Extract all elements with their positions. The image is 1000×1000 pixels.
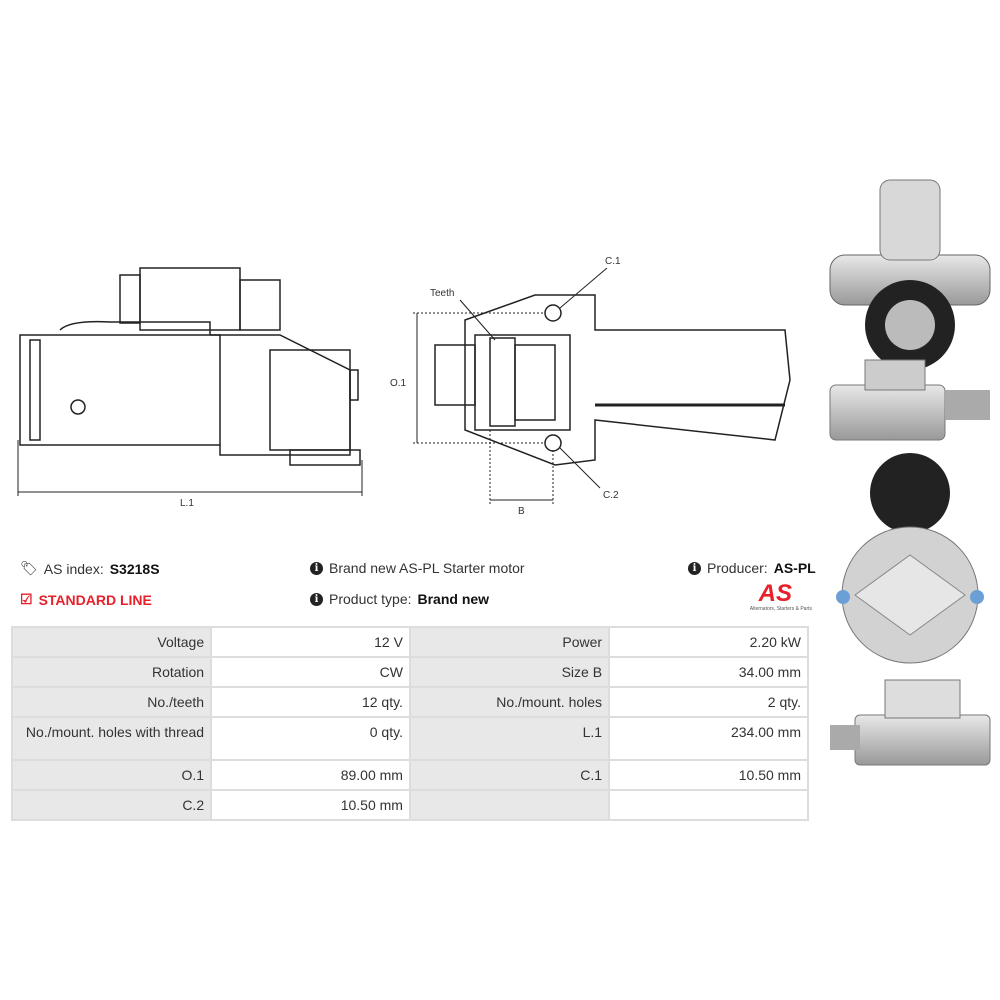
product-type-label: Product type: [329,591,412,607]
spec-value: 10.50 mm [212,791,409,819]
spec-value: 10.50 mm [610,761,807,789]
product-photo-gallery[interactable] [825,175,995,775]
spec-label: No./mount. holes [410,688,609,716]
spec-label: No./teeth [13,688,211,716]
product-type: i Product type: Brand new [310,591,489,607]
as-index: 🏷 AS index: S3218S [20,560,160,577]
spec-value: 2.20 kW [610,628,807,656]
spec-value: 89.00 mm [212,761,409,789]
checkbox-icon: ☑ [20,591,33,607]
spec-label: O.1 [13,761,211,789]
label-c1: C.1 [605,256,621,267]
spec-label: C.2 [13,791,211,819]
spec-label: No./mount. holes with thread [13,718,211,759]
product-photos [825,175,995,775]
front-view-drawing: Teeth O.1 C.1 C.2 B [390,256,791,517]
spec-label: Size B [410,658,609,686]
label-c2: C.2 [603,490,619,501]
description-text: Brand new AS-PL Starter motor [329,560,525,576]
side-view-drawing: L.1 [17,267,363,509]
line-label: STANDARD LINE [38,591,152,608]
info-icon: i [310,561,323,575]
spec-label [410,791,609,819]
spec-value: 34.00 mm [610,658,807,686]
tags-icon: 🏷 [20,560,38,576]
spec-value: 2 qty. [610,688,807,716]
standard-line: ☑ STANDARD LINE [20,591,152,608]
info-icon: i [310,592,323,606]
spec-value [610,791,807,819]
spec-value: CW [212,658,409,686]
spec-label: C.1 [410,761,609,789]
logo-tagline: Alternators, Starters & Parts [749,606,812,612]
label-o1: O.1 [390,378,407,389]
spec-label: Power [410,628,609,656]
spec-label: Voltage [13,628,211,656]
spec-label: L.1 [410,718,609,759]
as-index-value: S3218S [109,560,160,577]
producer-value: AS-PL [773,560,816,576]
spec-value: 234.00 mm [610,718,807,759]
spec-value: 12 qty. [212,688,409,716]
as-index-label: AS index: [43,560,104,577]
spec-value: 0 qty. [212,718,409,759]
dim-l1: L.1 [180,498,194,509]
spec-label: Rotation [13,658,211,686]
label-b: B [518,506,525,517]
label-teeth: Teeth [430,288,454,299]
producer-label: Producer: [707,560,768,576]
info-icon: i [688,561,701,575]
spec-value: 12 V [212,628,409,656]
description: i Brand new AS-PL Starter motor [310,560,525,576]
producer: i Producer: AS-PL [688,560,816,576]
as-pl-logo: AS Alternators, Starters & Parts [720,580,812,613]
logo-mark: AS [758,580,792,607]
product-type-value: Brand new [417,591,490,607]
